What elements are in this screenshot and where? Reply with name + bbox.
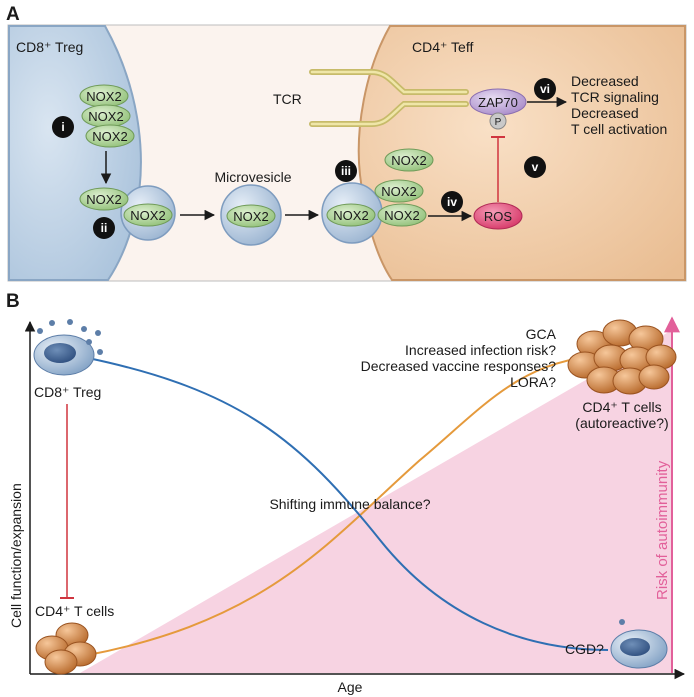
cd8-treg-label: CD8⁺ Treg — [34, 384, 101, 400]
step-i-marker: i — [52, 116, 74, 138]
svg-text:TCR signaling: TCR signaling — [571, 89, 659, 105]
nox2-stack: NOX2 NOX2 NOX2 — [79, 84, 135, 148]
svg-text:NOX2: NOX2 — [384, 208, 419, 223]
svg-text:NOX2: NOX2 — [130, 208, 165, 223]
tcr-label: TCR — [273, 91, 302, 107]
nox2-microvesicle: NOX2 — [226, 204, 276, 228]
risk-label: Risk of autoimmunity — [654, 460, 671, 600]
svg-text:NOX2: NOX2 — [86, 192, 121, 207]
cd8-treg-cell — [8, 25, 142, 281]
svg-text:NOX2: NOX2 — [391, 153, 426, 168]
x-axis-label: Age — [338, 679, 363, 695]
step-v-marker: v — [524, 156, 546, 178]
svg-text:iii: iii — [341, 164, 351, 178]
ros-molecule: ROS — [473, 202, 523, 230]
svg-text:P: P — [495, 117, 502, 128]
cd4-teff-title: CD4⁺ Teff — [412, 39, 473, 55]
svg-text:NOX2: NOX2 — [381, 184, 416, 199]
svg-text:LORA?: LORA? — [510, 374, 556, 390]
svg-text:ii: ii — [101, 221, 108, 235]
cgd-label: CGD? — [565, 641, 604, 657]
svg-text:Increased infection risk?: Increased infection risk? — [405, 342, 556, 358]
nox2-budding: NOX2 NOX2 — [79, 187, 173, 227]
svg-text:NOX2: NOX2 — [86, 89, 121, 104]
cd4-cluster-small — [35, 622, 97, 675]
svg-text:ROS: ROS — [484, 209, 513, 224]
svg-text:vi: vi — [540, 82, 550, 96]
cd4-autoreactive-label-2: (autoreactive?) — [575, 415, 668, 431]
cd4-t-cells-label: CD4⁺ T cells — [35, 603, 114, 619]
step-iv-marker: iv — [441, 191, 463, 213]
svg-text:NOX2: NOX2 — [333, 208, 368, 223]
svg-text:Decreased vaccine responses?: Decreased vaccine responses? — [361, 358, 557, 374]
cd8-treg-cell-b — [33, 319, 103, 376]
nox2-fused: NOX2 NOX2 NOX2 NOX2 — [326, 148, 434, 227]
outcome-text: Decreased TCR signaling Decreased T cell… — [571, 73, 667, 137]
svg-text:Decreased: Decreased — [571, 73, 639, 89]
svg-text:i: i — [61, 120, 64, 134]
svg-text:iv: iv — [447, 195, 457, 209]
phosphate: P — [489, 112, 507, 130]
panel-b-letter: B — [6, 291, 20, 312]
cd4-autoreactive-label-1: CD4⁺ T cells — [582, 399, 661, 415]
svg-text:T cell activation: T cell activation — [571, 121, 667, 137]
microvesicle-label: Microvesicle — [214, 169, 291, 185]
zap70: ZAP70 — [469, 88, 527, 116]
cd8-treg-cell-old — [610, 619, 668, 669]
step-ii-marker: ii — [93, 217, 115, 239]
svg-text:NOX2: NOX2 — [92, 129, 127, 144]
svg-text:GCA: GCA — [526, 326, 557, 342]
cd4-cluster-large — [567, 319, 677, 395]
tcr-receptor — [309, 69, 469, 127]
step-vi-marker: vi — [534, 78, 556, 100]
svg-text:ZAP70: ZAP70 — [478, 95, 518, 110]
step-iii-marker: iii — [335, 160, 357, 182]
cd8-treg-title: CD8⁺ Treg — [16, 39, 83, 55]
svg-text:NOX2: NOX2 — [233, 209, 268, 224]
svg-text:Decreased: Decreased — [571, 105, 639, 121]
blue-curve — [87, 357, 609, 651]
svg-text:NOX2: NOX2 — [88, 109, 123, 124]
y-axis-label: Cell function/expansion — [8, 483, 24, 628]
balance-label: Shifting immune balance? — [269, 496, 430, 512]
orange-curve — [87, 355, 601, 656]
svg-text:v: v — [532, 160, 539, 174]
conditions-list: GCA Increased infection risk? Decreased … — [361, 326, 557, 390]
panel-a-letter: A — [6, 4, 20, 25]
